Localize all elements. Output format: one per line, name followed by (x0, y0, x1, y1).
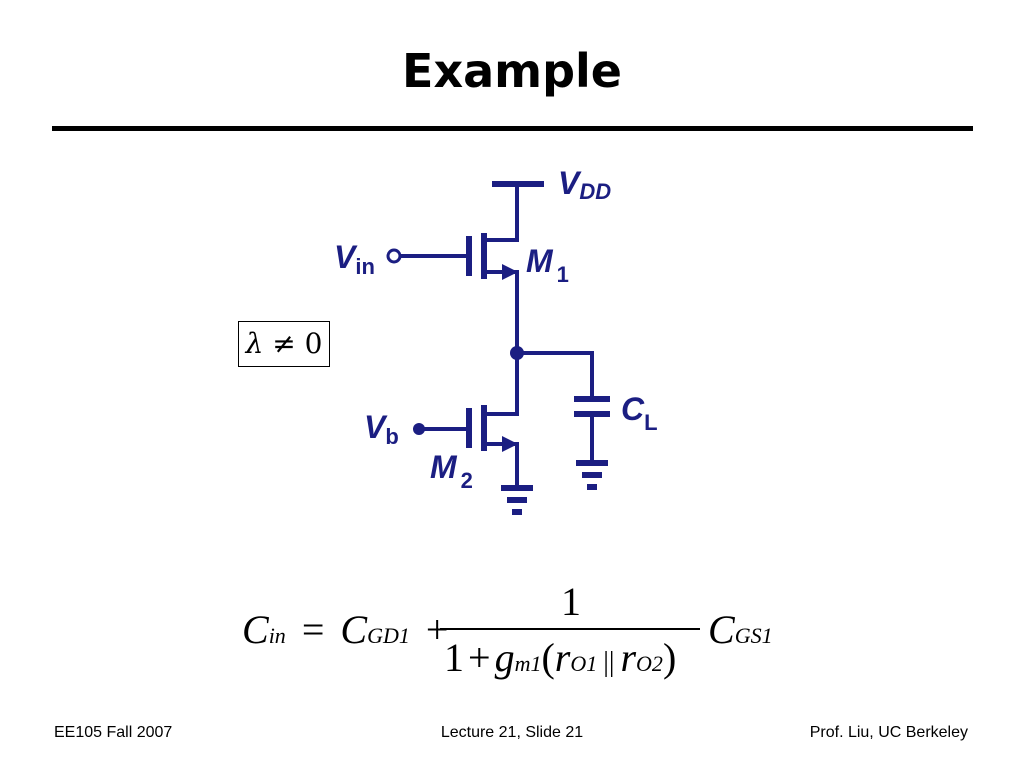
vin-letter: V (334, 239, 358, 275)
not-equal-sign: ≠ (272, 327, 296, 360)
vin-sub: in (355, 254, 375, 279)
gm-var: g (494, 635, 515, 680)
ro1-sub: O1 (570, 651, 598, 676)
cgd-var: C (340, 607, 368, 652)
footer-course: EE105 Fall 2007 (54, 724, 173, 741)
output-to-cap-wire (517, 351, 594, 398)
vin-label: Vin (334, 239, 375, 279)
lhs-var: C (242, 607, 269, 652)
vdd-sub: DD (579, 179, 611, 204)
vdd-label: VDD (558, 165, 611, 204)
footer-slide-number: Lecture 21, Slide 21 (440, 724, 584, 741)
den-one: 1 (444, 635, 464, 680)
left-paren: ( (541, 635, 555, 680)
ro1-var: r (554, 635, 571, 680)
equation-lhs: Cin = CGD1 + (242, 606, 448, 653)
vb-sub: b (385, 424, 398, 449)
m2-source-arrow (502, 436, 518, 452)
vb-label: Vb (364, 409, 399, 449)
ro2-sub: O2 (636, 651, 663, 676)
fraction-numerator: 1 (561, 579, 581, 624)
m1-drain-wire (484, 184, 519, 242)
right-paren: ) (662, 635, 677, 680)
m2-source-wire (484, 442, 519, 487)
lhs-sub: in (268, 623, 286, 648)
ro2-var: r (620, 635, 637, 680)
lambda-symbol: λ (245, 327, 264, 360)
m1-sub: 1 (557, 262, 569, 287)
m1-source-arrow (502, 264, 518, 280)
title-divider (52, 126, 973, 131)
lambda-condition-box: λ ≠ 0 (238, 321, 330, 367)
cgs-sub: GS1 (734, 623, 773, 648)
slide-title: Example (402, 44, 622, 98)
vin-terminal (386, 248, 402, 264)
fraction-bar (440, 628, 700, 630)
vdd-letter: V (558, 165, 582, 201)
equals-sign: = (301, 607, 325, 652)
m2-sub: 2 (461, 468, 473, 493)
fraction-denominator: 1+gm1(rO1||rO2) (444, 634, 676, 681)
footer-author: Prof. Liu, UC Berkeley (809, 724, 968, 741)
input-capacitance-equation: Cin = CGD1 + 1 1+gm1(rO1||rO2) CGS1 (238, 579, 798, 692)
cgd-sub: GD1 (367, 623, 410, 648)
vb-letter: V (364, 409, 388, 445)
vb-terminal (413, 423, 425, 435)
den-plus: + (468, 635, 491, 680)
m2-drain-wire (484, 353, 519, 416)
parallel-sign: || (603, 647, 615, 678)
plus-sign: + (425, 607, 449, 652)
cgs-var: C (708, 607, 735, 652)
equation-cgs: CGS1 (708, 606, 773, 653)
cl-letter: C (621, 391, 645, 427)
m1-letter: M (526, 243, 554, 279)
m2-letter: M (430, 449, 458, 485)
gm-sub: m1 (514, 651, 542, 676)
lambda-value: 0 (304, 327, 323, 360)
cl-label: CL (621, 391, 658, 435)
cl-sub: L (644, 410, 657, 435)
m1-source-wire (484, 270, 519, 353)
